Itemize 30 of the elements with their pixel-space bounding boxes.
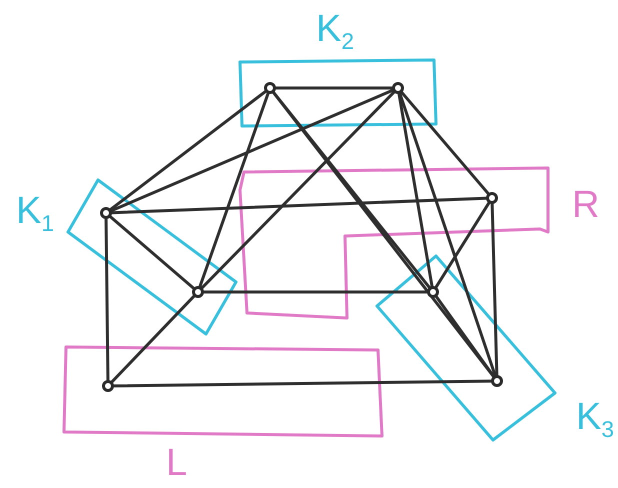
graph-vertex bbox=[100, 207, 112, 219]
graph-edge bbox=[109, 215, 195, 290]
graph-edge bbox=[112, 380, 492, 388]
graph-edge bbox=[274, 86, 394, 90]
graph-edge bbox=[272, 91, 431, 289]
graph-edge bbox=[490, 202, 498, 376]
group-label: K$_{3}$ bbox=[576, 398, 614, 441]
group-label: K$_{2}$ bbox=[316, 10, 354, 53]
graph-edge bbox=[109, 90, 267, 211]
graph-vertex bbox=[491, 375, 503, 387]
graph-edge bbox=[202, 290, 428, 294]
graph-vertex bbox=[486, 192, 498, 204]
graph-edge bbox=[400, 91, 490, 195]
graph-edge bbox=[398, 92, 497, 377]
group-label: R bbox=[572, 186, 600, 224]
graph-edge bbox=[110, 196, 488, 214]
graph-vertex bbox=[264, 82, 276, 94]
graph-vertex bbox=[102, 380, 114, 392]
group-label: K$_{1}$ bbox=[16, 192, 54, 235]
graph-edge bbox=[398, 92, 434, 288]
graph-edge bbox=[435, 295, 495, 378]
graph-edge bbox=[110, 88, 394, 212]
graph-edge bbox=[104, 218, 110, 382]
graph-edge bbox=[434, 202, 490, 288]
graph-edge bbox=[198, 92, 270, 288]
graph-vertex bbox=[392, 82, 404, 94]
group-label: L bbox=[166, 444, 188, 482]
graph-vertex bbox=[427, 286, 439, 298]
graph-edge bbox=[200, 90, 396, 290]
graph-edge bbox=[110, 294, 196, 384]
